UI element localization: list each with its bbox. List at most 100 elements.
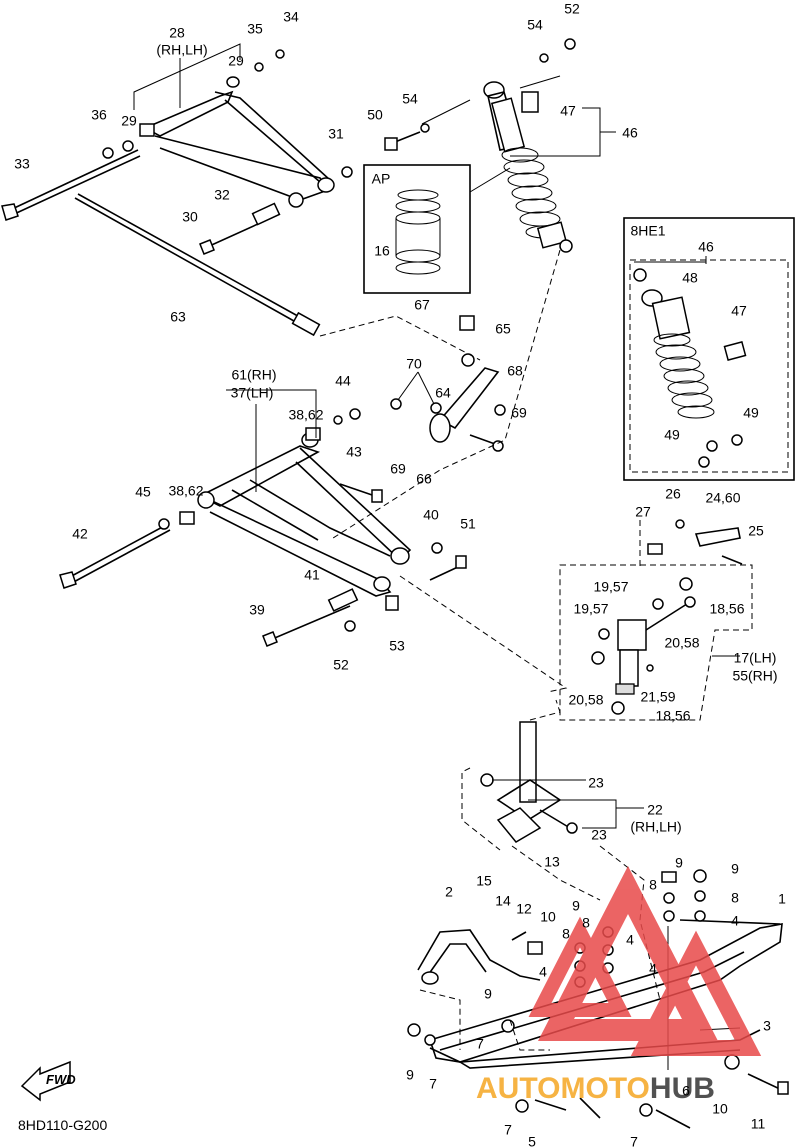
callout-c40: 40	[423, 507, 439, 523]
callout-c49b: 49	[664, 427, 680, 443]
callout-c1957a: 19,57	[593, 579, 628, 595]
callout-c4b: 4	[626, 932, 634, 948]
nut-52b	[344, 620, 356, 632]
ski-column	[480, 721, 578, 843]
callout-c41: 41	[304, 567, 320, 583]
washer-36	[102, 147, 114, 159]
callout-c1: 1	[778, 891, 786, 907]
callout-c7c: 7	[504, 1122, 512, 1138]
lower-swing-arm	[197, 432, 412, 597]
spindle-assembly	[559, 519, 753, 721]
callout-c50: 50	[367, 107, 383, 123]
callout-c4d: 4	[539, 964, 547, 980]
callout-c6: 6	[682, 1083, 690, 1099]
callout-c4a: 4	[731, 913, 739, 929]
callout-c8a: 8	[649, 877, 657, 893]
callout-c54b: 54	[402, 91, 418, 107]
bolt-33	[1, 149, 141, 221]
callout-c45: 45	[135, 484, 151, 500]
collar-53	[385, 595, 399, 611]
callout-c39: 39	[249, 602, 265, 618]
callout-c23b: 23	[591, 827, 607, 843]
callout-c8HE1: 8HE1	[630, 223, 665, 239]
callout-c9d: 9	[484, 986, 492, 1002]
callout-c22: 22	[647, 802, 663, 818]
bolt-42	[59, 523, 171, 589]
callout-c28b: (RH,LH)	[156, 42, 207, 58]
callout-c26: 26	[665, 486, 681, 502]
callout-c43: 43	[346, 444, 362, 460]
callout-c61: 61(RH)	[231, 367, 276, 383]
bolt-51	[429, 555, 467, 581]
callout-c3862b: 38,62	[168, 483, 203, 499]
callout-c10b: 10	[712, 1101, 728, 1117]
callout-c29b: 29	[121, 113, 137, 129]
callout-c7a: 7	[476, 1036, 484, 1052]
bushing-38-62a	[305, 427, 321, 441]
washer-35	[254, 62, 264, 72]
callout-c35: 35	[247, 21, 263, 37]
callout-c28: 28	[169, 25, 185, 41]
callout-c46b: 46	[698, 239, 714, 255]
callout-c32: 32	[214, 187, 230, 203]
callout-c48: 48	[682, 270, 698, 286]
nut-40	[431, 542, 443, 554]
callout-c1856b: 18,56	[655, 708, 690, 724]
callout-cAP: AP	[372, 171, 391, 187]
callout-c31: 31	[328, 126, 344, 142]
callout-c67: 67	[414, 297, 430, 313]
bolt-39-collar-41	[262, 588, 359, 647]
callout-c7d: 7	[630, 1134, 638, 1147]
callout-c36: 36	[91, 107, 107, 123]
callout-c63: 63	[170, 309, 186, 325]
callout-c2159: 21,59	[640, 689, 675, 705]
callout-c27: 27	[635, 504, 651, 520]
callout-c37: 37(LH)	[231, 385, 274, 401]
callout-c49a: 49	[743, 405, 759, 421]
ski-2-bracket	[417, 929, 541, 985]
callout-c51: 51	[460, 516, 476, 532]
callout-c70: 70	[406, 356, 422, 372]
callout-c11: 11	[751, 1116, 766, 1132]
callout-c15: 15	[476, 873, 492, 889]
watermark-logo: AUTOMOTOHUB	[476, 865, 762, 1105]
callout-c47a: 47	[560, 103, 576, 119]
callout-c44: 44	[335, 373, 351, 389]
callout-c46a: 46	[622, 125, 638, 141]
callout-c52b: 52	[333, 657, 349, 673]
callout-c34: 34	[283, 9, 299, 25]
callout-c66: 66	[416, 471, 432, 487]
hardware-stacks	[407, 869, 789, 1129]
callout-c1856a: 18,56	[709, 601, 744, 617]
callout-c55: 55(RH)	[732, 668, 777, 684]
callout-c9e: 9	[406, 1067, 414, 1083]
callout-c65: 65	[495, 321, 511, 337]
watermark-part3: HUB	[650, 1072, 715, 1105]
bushing-29	[122, 140, 134, 152]
callout-c54a: 54	[527, 17, 543, 33]
washer-44	[333, 415, 343, 425]
callout-c3: 3	[763, 1018, 771, 1034]
shock-absorber-8he1	[633, 268, 747, 468]
callout-c2058b: 20,58	[568, 692, 603, 708]
callout-c69b: 69	[390, 461, 406, 477]
callout-c14: 14	[495, 893, 511, 909]
nut-52a	[564, 38, 576, 50]
washer-45	[158, 518, 170, 530]
callout-c2460: 24,60	[705, 490, 740, 506]
callout-c4c: 4	[649, 961, 657, 977]
callout-c2058a: 20,58	[664, 635, 699, 651]
callout-c42: 42	[72, 526, 88, 542]
callout-c3862a: 38,62	[288, 407, 323, 423]
callout-c22b: (RH,LH)	[630, 819, 681, 835]
callout-c68: 68	[507, 363, 523, 379]
callout-c17: 17(LH)	[734, 650, 777, 666]
callout-c9a: 9	[675, 855, 683, 871]
diagram-code: 8HD110-G200	[18, 1117, 107, 1133]
callout-c8c: 8	[582, 915, 590, 931]
callout-c2: 2	[445, 884, 453, 900]
shock-absorber-46	[483, 81, 573, 253]
callout-c16: 16	[374, 243, 390, 259]
fwd-arrow-icon: FWD	[20, 1060, 76, 1102]
